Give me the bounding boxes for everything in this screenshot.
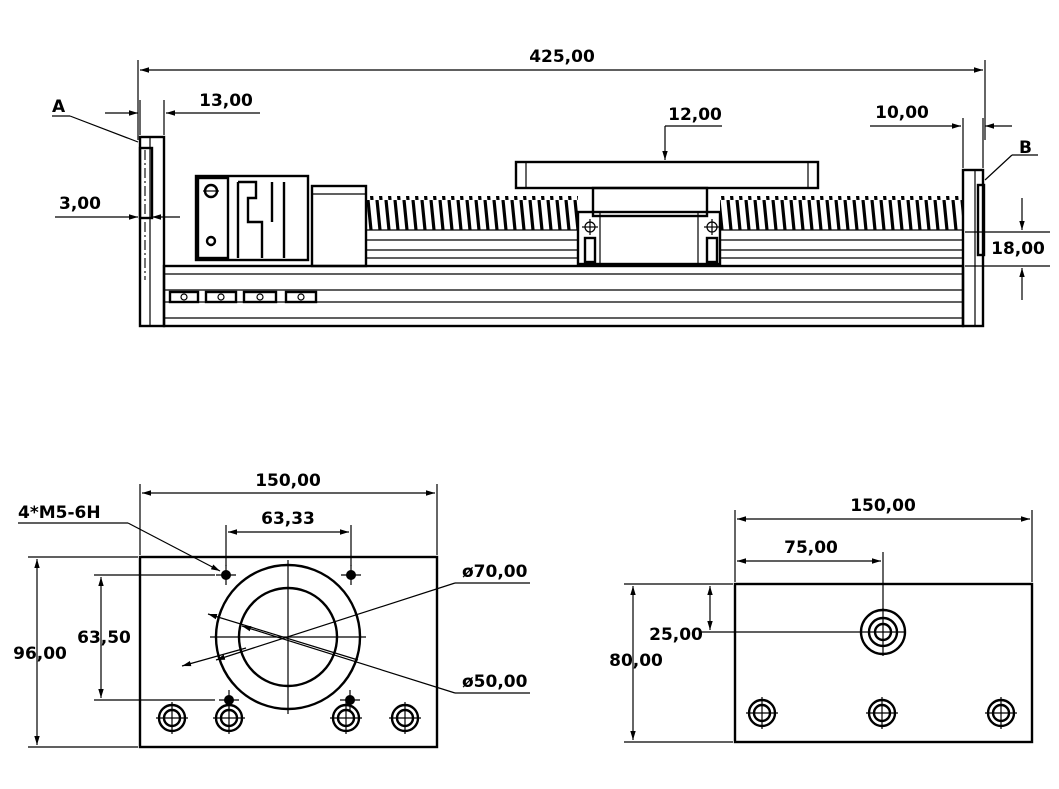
m5-holes — [216, 565, 361, 710]
dim-view-b-width: 150,00 — [850, 496, 916, 516]
view-label-b: B — [1019, 138, 1032, 158]
base-rail — [162, 264, 965, 328]
dim-view-a-height: 96,00 — [13, 644, 67, 664]
bearing-block — [310, 184, 368, 268]
view-a: 150,00 63,33 63,50 96,00 — [13, 471, 530, 749]
dim-left-plate: 13,00 — [199, 91, 253, 111]
view-a-plate — [138, 555, 439, 749]
view-label-a: A — [52, 97, 66, 117]
mounting-holes — [746, 697, 1017, 729]
rail-slots — [168, 290, 318, 304]
dim-view-b-height: 80,00 — [609, 651, 663, 671]
center-hole — [859, 608, 907, 656]
dim-hole-spacing-y: 63,50 — [77, 628, 131, 648]
dim-carriage-height: 12,00 — [668, 105, 722, 125]
carriage-body — [591, 186, 709, 218]
left-end-plate — [138, 135, 166, 328]
dim-rail-height: 18,00 — [991, 239, 1045, 259]
carriage-table — [514, 160, 820, 190]
lead-screw-left — [366, 196, 578, 259]
view-b: 150,00 75,00 25,00 80,00 — [609, 496, 1034, 744]
dim-left-offset: 3,00 — [59, 194, 101, 214]
side-view: 425,00 13,00 3,00 A 10,00 B — [52, 47, 1050, 328]
hole-spec-label: 4*M5-6H — [18, 503, 101, 523]
dim-right-plate: 10,00 — [875, 103, 929, 123]
dim-outer-diameter: ø70,00 — [462, 562, 528, 582]
dim-hole-spacing-x: 63,33 — [261, 509, 315, 529]
coupling — [194, 174, 310, 262]
counterbore-holes — [156, 702, 421, 734]
dim-total-length: 425,00 — [529, 47, 595, 67]
right-end-plate — [961, 168, 985, 328]
dim-center-y: 25,00 — [649, 625, 703, 645]
dim-inner-diameter: ø50,00 — [462, 672, 528, 692]
dim-view-a-width: 150,00 — [255, 471, 321, 491]
lead-screw-right — [720, 196, 963, 259]
dim-center-x: 75,00 — [784, 538, 838, 558]
